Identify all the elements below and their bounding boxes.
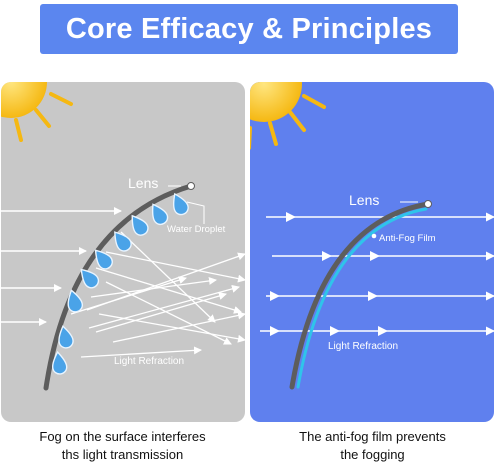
- water-droplet-icon: [80, 268, 100, 289]
- left-caption-line-2: ths light transmission: [61, 447, 184, 462]
- page-title: Core Efficacy & Principles: [65, 12, 433, 45]
- water-droplet-icon: [94, 249, 113, 270]
- anti-fog-film: [296, 207, 428, 389]
- water-droplet-icon: [151, 203, 169, 226]
- lens-marker-dot: [424, 200, 432, 208]
- right-caption-line-2: the fogging: [340, 447, 405, 462]
- left-caption-line-1: Fog on the surface interferes: [39, 429, 206, 444]
- lens-arc: [289, 201, 431, 390]
- right-caption-line-1: The anti-fog film prevents: [299, 429, 446, 444]
- scattered-light-arrows: [70, 231, 245, 358]
- water-droplet-icon: [131, 214, 149, 236]
- water-droplet-icon: [67, 289, 83, 313]
- lens-arc: [43, 183, 194, 391]
- fogged-lens-illustration: [1, 82, 245, 391]
- sun-icon: [1, 82, 73, 142]
- water-droplets: [51, 192, 189, 375]
- water-droplet-icon: [173, 192, 189, 216]
- left-light-refraction-label: Light Refraction: [114, 356, 185, 367]
- right-caption: The anti-fog film prevents the fogging: [250, 428, 495, 464]
- straight-light-arrows: [260, 212, 494, 336]
- water-droplet-icon: [114, 231, 132, 252]
- lens-marker-dot: [187, 182, 195, 190]
- anti-fog-film-label: Anti-Fog Film: [379, 233, 436, 244]
- anti-fog-lens-illustration: [250, 82, 494, 390]
- water-droplet-leader-line: [186, 201, 205, 224]
- right-light-refraction-label: Light Refraction: [328, 341, 399, 352]
- incoming-light-arrows: [1, 207, 122, 326]
- title-banner: Core Efficacy & Principles: [40, 4, 458, 54]
- water-droplet-icon: [51, 350, 68, 375]
- anti-fog-lens-panel: Lens Anti-Fog Film Light Refraction: [250, 82, 494, 422]
- water-droplet-icon: [58, 325, 74, 349]
- left-lens-label: Lens: [128, 175, 159, 191]
- left-caption: Fog on the surface interferes ths light …: [0, 428, 245, 464]
- sun-icon: [250, 82, 326, 150]
- fogged-lens-panel: Lens Water Droplet Light Refraction: [1, 82, 245, 422]
- arrow-icon: [270, 212, 388, 336]
- anti-fog-film-marker: [371, 233, 377, 239]
- right-lens-label: Lens: [349, 192, 380, 208]
- water-droplet-label: Water Droplet: [167, 224, 226, 235]
